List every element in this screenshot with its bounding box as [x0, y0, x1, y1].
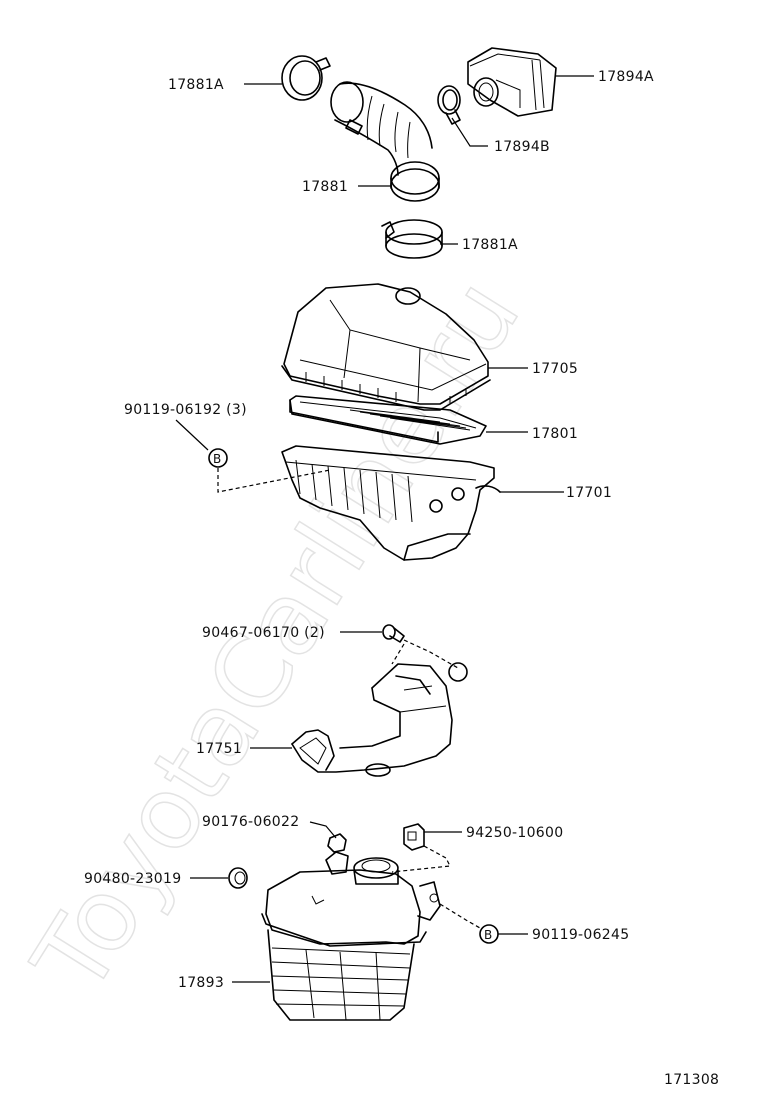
grommet-90480-23019 [228, 867, 248, 889]
clip-94250-10600 [403, 823, 425, 851]
label-90119-06245: 90119-06245 [532, 927, 629, 943]
label-17701: 17701 [566, 485, 612, 501]
label-17751: 17751 [196, 741, 242, 757]
label-17894b: 17894B [494, 139, 550, 155]
air-cleaner-cap-17705 [281, 283, 491, 411]
clamp-17881a-bottom [381, 219, 443, 259]
label-17881a-top: 17881A [168, 77, 224, 93]
air-cleaner-case-17701 [281, 445, 501, 561]
label-94250-10600: 94250-10600 [466, 825, 563, 841]
label-17801: 17801 [532, 426, 578, 442]
callout-b-letter-bottom: B [484, 928, 493, 942]
label-17881: 17881 [302, 179, 348, 195]
clamp-17894b [437, 85, 461, 125]
hose-17881 [330, 81, 440, 202]
figure-number: 171308 [664, 1072, 719, 1088]
label-90119-06192: 90119-06192 (3) [124, 402, 247, 418]
callout-b-circle-top [208, 448, 228, 468]
resonator-17893 [261, 851, 441, 1021]
label-17893: 17893 [178, 975, 224, 991]
label-90176-06022: 90176-06022 [202, 814, 299, 830]
nut-90176-06022 [327, 833, 347, 853]
clamp-17881a-top [281, 55, 331, 101]
label-17705: 17705 [532, 361, 578, 377]
label-90480-23019: 90480-23019 [84, 871, 181, 887]
callout-b-letter-top: B [213, 452, 222, 466]
filter-element-17801 [289, 395, 487, 445]
intake-duct-17751 [291, 662, 468, 777]
duct-17894a [467, 47, 557, 117]
label-17881a-bottom: 17881A [462, 237, 518, 253]
label-17894a: 17894A [598, 69, 654, 85]
bolt-90467-06170 [382, 624, 405, 643]
label-90467-06170: 90467-06170 (2) [202, 625, 325, 641]
